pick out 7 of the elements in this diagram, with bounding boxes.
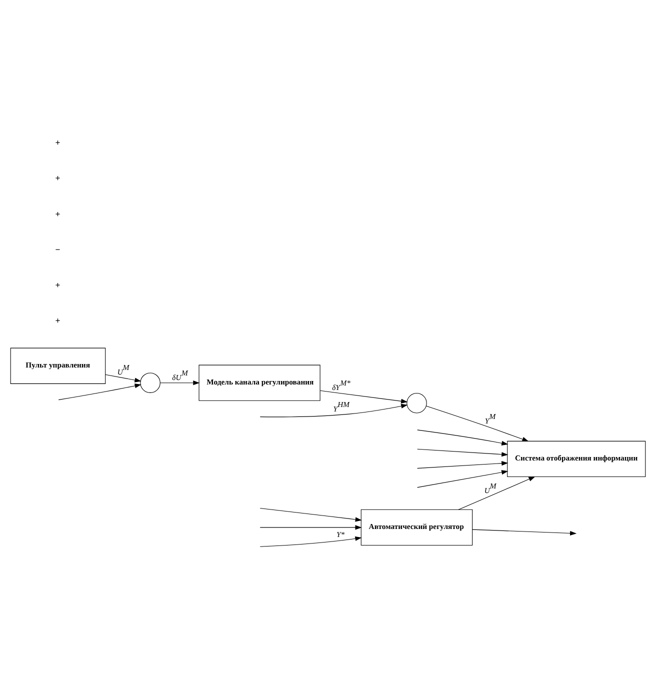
label: + <box>55 173 60 184</box>
label: + <box>55 316 60 326</box>
label: + <box>55 208 60 219</box>
label: − <box>55 244 60 254</box>
edge-label: Y* <box>336 530 345 539</box>
label: + <box>55 280 60 290</box>
label: + <box>55 138 60 148</box>
